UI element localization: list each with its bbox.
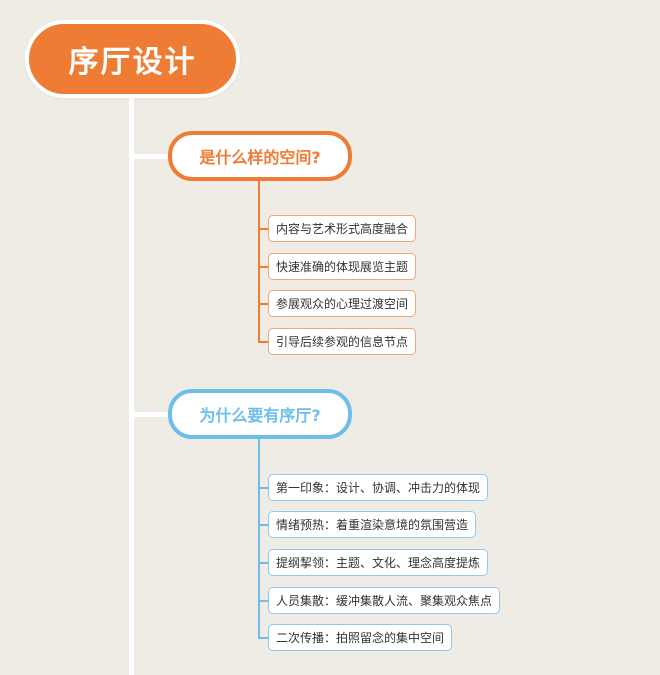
branch-2-leaf-5[interactable]: 二次传播：拍照留念的集中空间 xyxy=(268,624,453,651)
branch-2-leaf-5-connector xyxy=(258,637,268,639)
branch-2-leaf-2-connector xyxy=(258,524,268,526)
branch-2-leaf-4[interactable]: 人员集散：缓冲集散人流、聚集观众焦点 xyxy=(268,587,501,614)
branch-2-leaf-1-connector xyxy=(258,487,268,489)
branch-2-connector xyxy=(131,412,173,417)
branch-1-leaf-3-connector xyxy=(258,303,268,305)
branch-2-spine xyxy=(258,438,260,638)
branch-1-spine xyxy=(258,180,260,342)
root-topic[interactable]: 序厅设计 xyxy=(25,20,240,98)
branch-1-leaf-2[interactable]: 快速准确的体现展览主题 xyxy=(268,253,417,280)
main-trunk-line xyxy=(129,60,134,675)
branch-1-leaf-3[interactable]: 参展观众的心理过渡空间 xyxy=(268,290,417,317)
branch-1-leaf-1-connector xyxy=(258,228,268,230)
branch-2-leaf-1[interactable]: 第一印象：设计、协调、冲击力的体现 xyxy=(268,474,489,501)
branch-2-leaf-4-connector xyxy=(258,600,268,602)
branch-2-leaf-3-connector xyxy=(258,562,268,564)
branch-2-topic[interactable]: 为什么要有序厅? xyxy=(168,389,352,439)
branch-1-topic[interactable]: 是什么样的空间? xyxy=(168,131,352,181)
branch-2-leaf-3[interactable]: 提纲挈领：主题、文化、理念高度提炼 xyxy=(268,549,489,576)
branch-1-leaf-4[interactable]: 引导后续参观的信息节点 xyxy=(268,328,417,355)
branch-2-leaf-2[interactable]: 情绪预热：着重渲染意境的氛围营造 xyxy=(268,511,477,538)
branch-1-leaf-4-connector xyxy=(258,341,268,343)
branch-1-leaf-1[interactable]: 内容与艺术形式高度融合 xyxy=(268,215,417,242)
branch-1-connector xyxy=(131,154,173,159)
branch-1-leaf-2-connector xyxy=(258,266,268,268)
